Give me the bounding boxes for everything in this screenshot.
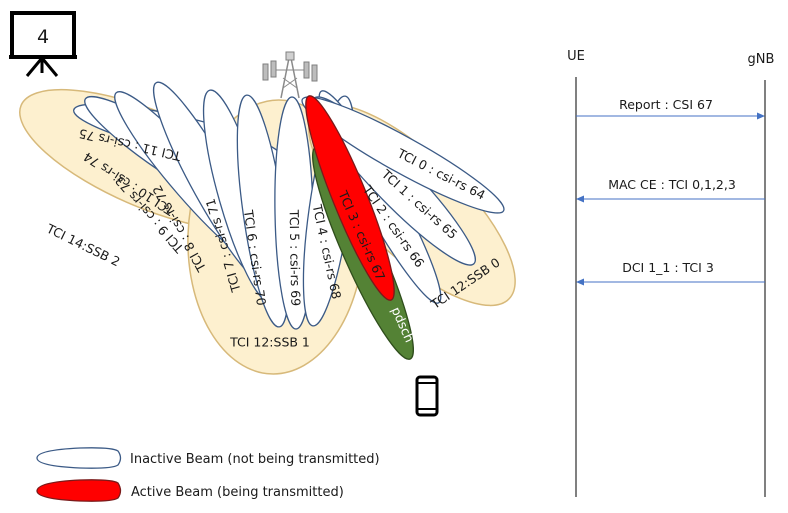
slide-number: 4: [37, 26, 49, 48]
legend-active-label: Active Beam (being transmitted): [131, 485, 344, 500]
gnb-label: gNB: [748, 52, 775, 67]
sequence-diagram: UE gNB Report : CSI 67 MAC CE : TCI 0,1,…: [567, 49, 774, 497]
legend-inactive-label: Inactive Beam (not being transmitted): [130, 452, 380, 467]
message-label-mac-ce: MAC CE : TCI 0,1,2,3: [608, 177, 736, 192]
label-ssb-2: TCI 14:SSB 2: [43, 220, 122, 269]
label-tci-5: TCI 5 : csi-rs 69: [287, 209, 304, 307]
beam-tci-0: [301, 96, 505, 214]
beam-tci-3-active: [305, 95, 395, 301]
ue-label: UE: [567, 49, 585, 64]
antenna-tower-icon: [262, 51, 318, 99]
legend-active-swatch: [36, 479, 122, 502]
csi-beam-layer: [73, 81, 505, 330]
slide-number-icon: 4: [9, 11, 77, 77]
legend: Inactive Beam (not being transmitted) Ac…: [36, 447, 380, 502]
legend-inactive-swatch: [36, 447, 122, 469]
message-label-report: Report : CSI 67: [619, 97, 713, 112]
phone-icon: [415, 375, 439, 417]
label-ssb-1: TCI 12:SSB 1: [229, 335, 310, 350]
message-label-dci: DCI 1_1 : TCI 3: [622, 260, 714, 275]
